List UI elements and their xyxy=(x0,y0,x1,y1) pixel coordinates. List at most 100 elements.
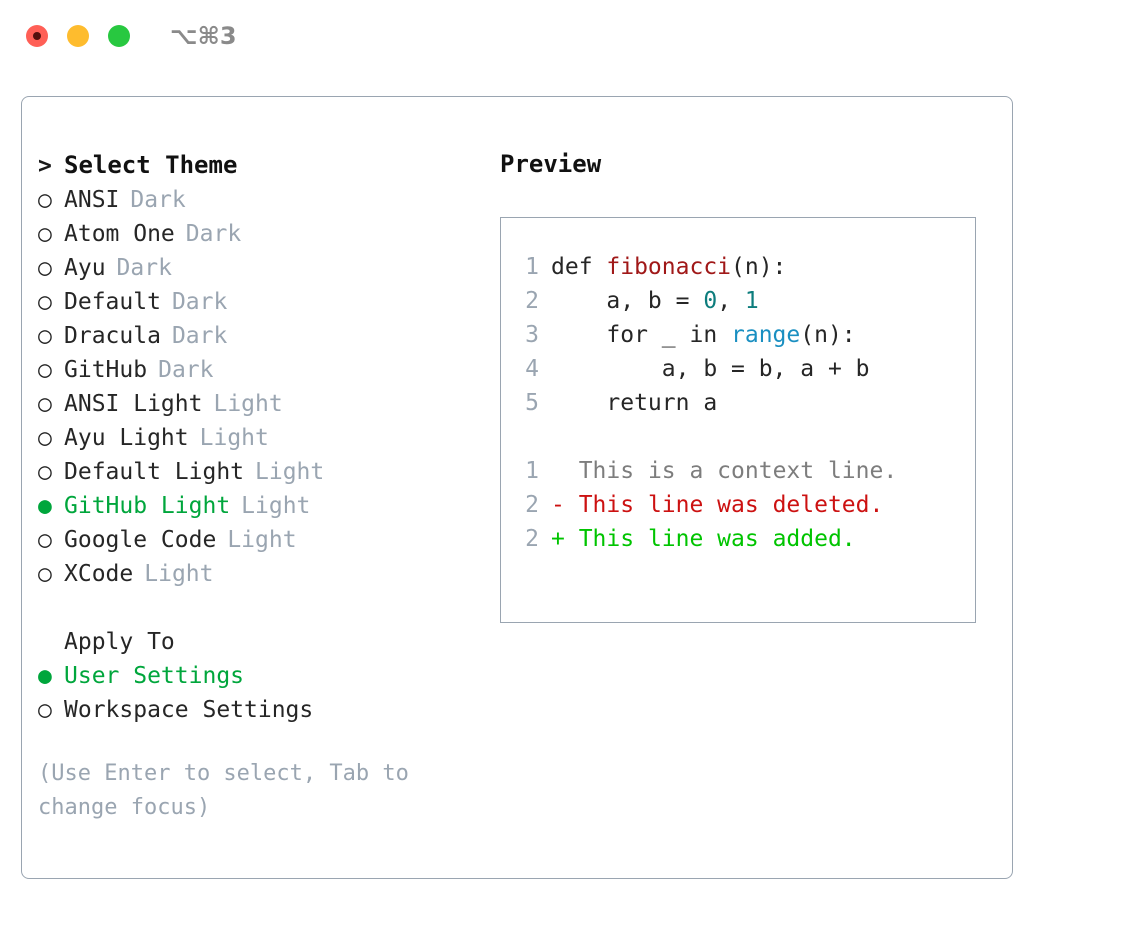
theme-label: GitHub xyxy=(64,357,148,383)
theme-label: ANSI Light xyxy=(64,391,203,417)
code-token: a, b = xyxy=(551,288,704,314)
theme-label: Google Code xyxy=(64,527,217,553)
theme-variant-tag: Dark xyxy=(158,357,214,383)
diff-sign: + xyxy=(551,526,565,552)
caret-icon: > xyxy=(38,153,52,179)
code-token: (n): xyxy=(731,254,787,280)
diff-line-deleted: 2- This line was deleted. xyxy=(513,492,975,526)
theme-variant-tag: Dark xyxy=(171,323,228,349)
theme-list-item-google-code[interactable]: ○ Google Code Light xyxy=(38,523,498,557)
apply-to-option-label: Workspace Settings xyxy=(64,697,314,723)
apply-to-option-workspace-settings[interactable]: ○ Workspace Settings xyxy=(38,693,498,727)
diff-line-added: 2 + This line was added. xyxy=(513,526,975,560)
code-line: 1 def fibonacci(n): xyxy=(513,254,975,288)
maximize-button[interactable] xyxy=(108,25,130,47)
radio-on-icon: ● xyxy=(38,663,52,689)
theme-variant-tag: Dark xyxy=(185,221,242,247)
code-line: 3 for _ in range(n): xyxy=(513,322,975,356)
close-button[interactable] xyxy=(26,25,48,47)
radio-off-icon: ○ xyxy=(38,255,52,281)
code-line: 4 a, b = b, a + b xyxy=(513,356,975,390)
select-theme-title: Select Theme xyxy=(64,151,238,179)
code-token: , xyxy=(717,288,745,314)
theme-variant-tag: Light xyxy=(213,391,283,417)
radio-off-icon: ○ xyxy=(38,391,52,417)
theme-list-item-ayu-light[interactable]: ○ Ayu Light Light xyxy=(38,421,498,455)
code-token: (n): xyxy=(800,322,856,348)
diff-text: This line was added. xyxy=(564,526,856,552)
code-line: 5 return a xyxy=(513,390,975,424)
keyboard-hint-text: (Use Enter to select, Tab to change focu… xyxy=(38,761,409,820)
radio-off-icon: ○ xyxy=(38,697,52,723)
code-token-number: 1 xyxy=(744,288,759,314)
theme-list-item-ayu[interactable]: ○ Ayu Dark xyxy=(38,251,498,285)
theme-list-item-ansi-light[interactable]: ○ ANSI Light Light xyxy=(38,387,498,421)
line-number: 2 xyxy=(525,288,539,314)
theme-variant-tag: Dark xyxy=(130,187,186,213)
theme-list-item-default-light[interactable]: ○ Default Light Light xyxy=(38,455,498,489)
radio-off-icon: ○ xyxy=(38,561,52,587)
line-number: 4 xyxy=(525,356,539,382)
theme-list-item-github-light[interactable]: ● GitHub Light Light xyxy=(38,489,498,523)
minimize-button[interactable] xyxy=(67,25,89,47)
keyboard-shortcut-label: ⌥⌘3 xyxy=(170,22,237,50)
code-token-builtin: range xyxy=(731,322,801,348)
theme-list-item-xcode[interactable]: ○ XCode Light xyxy=(38,557,498,591)
code-token-function: fibonacci xyxy=(606,254,732,280)
theme-variant-tag: Light xyxy=(241,493,311,519)
radio-off-icon: ○ xyxy=(38,289,52,315)
theme-variant-tag: Light xyxy=(144,561,214,587)
radio-off-icon: ○ xyxy=(38,357,52,383)
diff-text: This is a context line. xyxy=(564,458,898,484)
diff-text: This line was deleted. xyxy=(564,492,884,518)
code-token: def xyxy=(551,254,607,280)
theme-list-item-dracula[interactable]: ○ Dracula Dark xyxy=(38,319,498,353)
line-number: 2 xyxy=(525,492,539,518)
theme-variant-tag: Dark xyxy=(116,255,172,281)
apply-to-option-label: User Settings xyxy=(64,663,245,689)
select-theme-header: > Select Theme xyxy=(38,149,498,183)
radio-off-icon: ○ xyxy=(38,459,52,485)
code-token: return a xyxy=(551,390,718,416)
radio-off-icon: ○ xyxy=(38,221,52,247)
theme-label: Atom One xyxy=(64,221,175,247)
radio-on-icon: ● xyxy=(38,493,52,519)
radio-off-icon: ○ xyxy=(38,323,52,349)
line-number: 1 xyxy=(525,254,539,280)
theme-label: Default Light xyxy=(64,459,245,485)
diff-line-context: 1 This is a context line. xyxy=(513,458,975,492)
code-token: a, b = b, a + b xyxy=(551,356,870,382)
radio-off-icon: ○ xyxy=(38,527,52,553)
line-number: 2 xyxy=(525,526,539,552)
apply-to-option-user-settings[interactable]: ● User Settings xyxy=(38,659,498,693)
title-bar: ⌥⌘3 xyxy=(0,0,1140,78)
preview-title: Preview xyxy=(500,150,602,178)
list-spacer xyxy=(38,591,498,625)
theme-label: Ayu Light xyxy=(64,425,189,451)
theme-label: ANSI xyxy=(64,187,120,213)
diff-sign: - xyxy=(551,492,565,518)
theme-variant-tag: Light xyxy=(227,527,297,553)
code-line: 2 a, b = 0, 1 xyxy=(513,288,975,322)
code-blank-line xyxy=(513,424,975,458)
theme-label: Ayu xyxy=(64,255,106,281)
line-number: 5 xyxy=(525,390,539,416)
diff-sign xyxy=(551,458,565,484)
theme-list-item-atom-one[interactable]: ○ Atom One Dark xyxy=(38,217,498,251)
radio-off-icon: ○ xyxy=(38,425,52,451)
line-number: 3 xyxy=(525,322,539,348)
theme-list-item-github[interactable]: ○ GitHub Dark xyxy=(38,353,498,387)
theme-label: Dracula xyxy=(64,323,161,349)
theme-variant-tag: Light xyxy=(199,425,269,451)
theme-label: XCode xyxy=(64,561,134,587)
theme-label: GitHub Light xyxy=(64,493,231,519)
theme-variant-tag: Light xyxy=(255,459,325,485)
apply-to-header: Apply To xyxy=(38,625,498,659)
